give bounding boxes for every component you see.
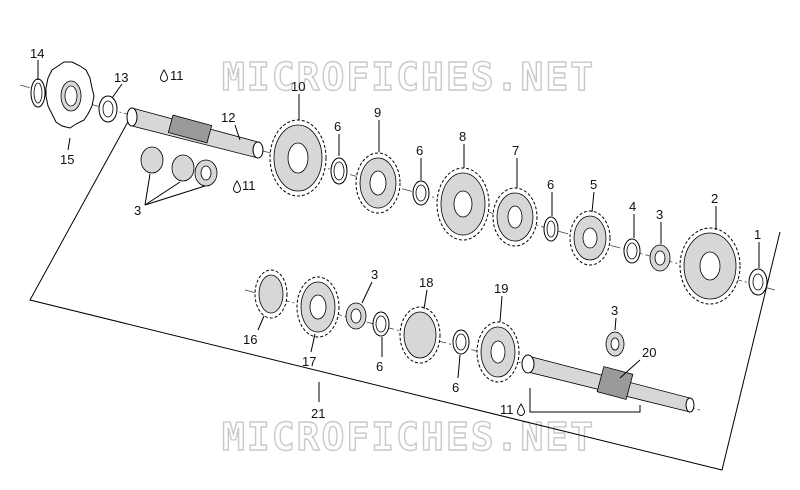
callout-4: 4 [629,199,636,214]
part-8-gear[interactable] [436,167,490,241]
part-1-washer[interactable] [748,268,768,296]
callout-6-d: 6 [376,359,383,374]
part-6-washer-5[interactable] [452,329,470,355]
part-12-main-shaft[interactable] [126,107,264,159]
callout-18: 18 [419,275,433,290]
callout-6-c: 6 [547,177,554,192]
part-16-gear[interactable] [254,269,288,319]
part-4-washer[interactable] [623,238,641,264]
leader-lines [37,60,760,413]
callout-3-left: 3 [134,203,141,218]
callout-6-e: 6 [452,380,459,395]
callout-15: 15 [60,152,74,167]
callout-9: 9 [374,105,381,120]
part-3-needle-bearings-left[interactable] [140,146,218,187]
watermark-bottom: MICROFICHES.NET [222,415,595,459]
callout-11-mid: 11 [242,178,256,193]
callout-8: 8 [459,129,466,144]
callout-14: 14 [30,46,44,61]
callout-13: 13 [114,70,128,85]
part-3-needle-bearing-lower[interactable] [345,302,367,330]
part-3-needle-bearing-right[interactable] [605,331,625,357]
callout-3-lower: 3 [371,267,378,282]
callout-3-upper-right: 3 [656,207,663,222]
part-10-gear[interactable] [269,119,327,197]
assembly-frame-line [29,117,781,471]
callout-6-a: 6 [334,119,341,134]
part-5-gear[interactable] [569,210,611,266]
callout-labels: 14 13 11 15 12 11 3 10 6 9 6 8 7 6 5 4 3… [30,46,761,421]
part-6-washer-4[interactable] [372,311,390,337]
callout-2: 2 [711,191,718,206]
callout-5: 5 [590,177,597,192]
callout-20: 20 [642,345,656,360]
callout-19: 19 [494,281,508,296]
part-15-sprocket[interactable] [45,61,95,129]
callout-11-bottom: 11 [500,402,514,417]
callout-6-b: 6 [416,143,423,158]
callout-3-right: 3 [611,303,618,318]
callout-1: 1 [754,227,761,242]
part-3-needle-bearing-upper[interactable] [649,244,671,272]
part-18-gear[interactable] [399,306,441,364]
part-7-gear[interactable] [492,187,538,247]
callout-12: 12 [221,110,235,125]
callout-11-top: 11 [170,68,184,83]
part-20-countershaft[interactable] [521,354,695,413]
part-9-gear[interactable] [355,152,401,214]
callout-10: 10 [291,79,305,94]
part-19-gear[interactable] [476,321,520,383]
part-13-washer[interactable] [98,95,118,123]
part-14-circlip[interactable] [30,78,46,108]
oil-drop-icon [517,403,525,416]
oil-drop-icon [160,69,168,82]
callout-16: 16 [243,332,257,347]
callout-7: 7 [512,143,519,158]
oil-drop-icon [233,180,241,193]
part-6-washer-1[interactable] [330,157,348,185]
part-17-gear[interactable] [296,276,340,338]
callout-17: 17 [302,354,316,369]
part-2-gear[interactable] [679,227,741,305]
watermark-top: MICROFICHES.NET [222,55,595,99]
part-6-washer-3[interactable] [543,216,559,242]
callout-21: 21 [311,406,325,421]
part-6-washer-2[interactable] [412,180,430,206]
